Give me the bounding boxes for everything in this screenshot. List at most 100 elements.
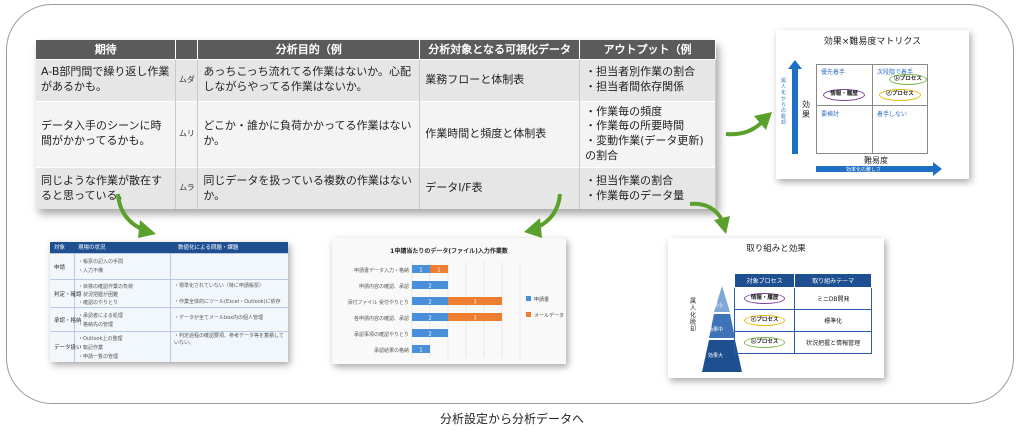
bar-value-label: 1 [419,348,422,354]
process-cell: ㋑プロセス [733,309,796,332]
oval-process-b: ㋹プロセス [889,74,927,85]
bar-value-label: 2 [428,284,431,290]
bar-value-label: 2 [428,300,431,306]
table-row: ㋹プロセス 状況把握と情報管理 [733,331,872,354]
bar-application [412,297,448,305]
effect-pyramid [702,286,742,372]
pyramid-small: 効果小 [708,303,724,309]
output-line: ・作業毎の頻度 [585,104,663,118]
category-label: 承認事項の確認やりとり [354,331,409,338]
table-row: ㋑プロセス 標準化 [733,309,872,332]
category-label: 申請内容の確認、承認 [359,283,409,290]
output-cell: ・作業毎の頻度 ・作業毎の所要時間 ・変動作業(データ更新)の割合 [579,100,716,168]
y-axis-label: 効果 [802,100,810,119]
bar-application [412,313,448,321]
matrix-grid: 優先着手 次段階で着手 要検討 着手しない ㋹プロセス 情報・履歴 ㋑プロセス [816,64,928,154]
legend-label: メールデータ [534,312,564,319]
row-line: ・承認者による処理 [78,313,123,319]
row-label: 申請 [54,265,66,271]
theme-cell: 状況把握と情報管理 [794,331,872,354]
mark-cell: ムダ [175,58,199,101]
row-line: ・申請一覧の管理 [78,354,119,360]
output-line: ・担当作業の割合 [585,173,674,187]
output-line: ・作業毎の所要時間 [585,119,685,133]
header-purpose: 分析目的（例 [197,40,421,59]
process-cell: ㋹プロセス [733,331,796,354]
difficulty-arrow [816,162,942,176]
issue-line: ・標準化されていない（特に申請帳票） [174,283,264,289]
row-label: 承認・格納 [54,318,82,324]
actions-and-effects: 取り組みと効果 属人化脱却 効果小 効果中 効果大 対象プロセス 取り組みテーマ… [668,238,884,378]
purpose-cell: どこか・誰かに負荷かかってる作業はないか。 [197,100,421,168]
category-label: 承認結果の格納 [374,347,409,354]
x-arrow-text: 効率化の難しさ [846,167,882,173]
bar-mail [448,313,502,321]
chart-title: 1申請当たりのデータ(ファイル)入力作業数 [390,248,508,255]
oval-info: 情報・履歴 [823,89,865,101]
row-line: ・帳票の記入の手間 [78,259,124,265]
pyramid-mid: 効果中 [708,327,724,333]
bar-application [412,281,448,289]
arrow-to-result [689,201,730,234]
bar-value-label: 1 [419,268,422,274]
bar-mail [448,297,502,305]
effect-arrow [788,60,802,154]
grid-divider [817,105,927,107]
cell-priority: 優先着手 [821,69,846,76]
list-item: 承認・格納 ・承認者による処理 ・格納先の管理 [50,307,288,331]
category-label: 添付ファイル 受付やりとり [347,299,409,306]
row-line: ・転記作業 [78,345,104,351]
issue-line: ・データが全てメールbox内の個人管理 [174,315,264,321]
input-work-chart: 1申請当たりのデータ(ファイル)入力作業数 申請書データ入力・格納 1 1 申請内容の… [332,238,566,364]
mark-cell: ムリ [175,100,199,168]
output-cell: ・担当者別作業の割合 ・担当者間依存関係 [579,58,716,101]
cell-next: 次段階で着手 [877,69,914,76]
list-item: データ扱い ・Outlook上の整理 ・転記作業 ・申請一覧の管理 [50,331,288,362]
bar-application [412,265,430,273]
theme-cell: ミニDB開発 [794,287,872,310]
arrow-to-matrix [725,112,772,137]
table-row: 情報・履歴 ミニDB開発 [733,287,872,310]
row-line: ・目検の確認作業の負荷 [78,284,134,290]
header-issue: 数値化による問題・課題 [178,245,239,251]
purpose-cell: あっちこっち流れてる作業はないか。心配しながらやってる作業はないか。 [197,58,421,101]
header-data: 分析対象となる可視化データ [419,40,581,59]
issue-line: ・判定過程の確認要項、参考データ等を蓄積していない。 [174,333,284,346]
data-cell: 作業時間と頻度と体制表 [419,100,581,168]
cell-skip: 着手しない [877,111,908,118]
cell-consider: 要検討 [821,111,840,118]
table-row: データ入手のシーンに時間がかかってるかも。 ムリ どこか・誰かに負荷かかってる作… [36,100,716,168]
row-label: 判定・確認 [54,292,82,298]
legend-swatch [526,312,531,317]
expectation-cell: データ入手のシーンに時間がかかってるかも。 [36,100,177,168]
category-label: 申請書データ入力・格納 [354,267,409,274]
grid-divider [872,65,873,153]
bar-value-label: 3 [473,300,476,306]
header-theme: 取り組みテーマ [794,273,872,288]
header-status: 現場の状況 [78,245,106,251]
y-arrow-text: 属人化からの脱却 [781,78,787,126]
header-process: 対象プロセス [733,273,796,288]
row-line: ・Outlook上の整理 [78,336,123,342]
output-line: ・担当者間依存関係 [585,80,685,93]
row-label: データ扱い [54,345,82,351]
result-table: 対象プロセス 取り組みテーマ 情報・履歴 ミニDB開発 ㋑プロセス 標準化 ㋹プ… [733,273,872,354]
bar-chart: 申請書データ入力・格納 1 1 申請内容の確認、承認 2 添付ファイル 受付やりとり 2 3 各… [347,262,564,358]
table-row: 同じような作業が散在すると思っている。 ムラ 同じデータを扱っている複数の作業は… [36,166,716,210]
output-line: ・作業毎のデータ量 [585,188,685,202]
output-line: ・担当者別作業の割合 [585,65,696,79]
effect-difficulty-matrix: 効果×難易度マトリクス 属人化からの脱却 効果 優先着手 次段階で着手 要検討 … [776,30,969,179]
oval-process-a: ㋑プロセス [879,89,921,101]
row-line: ・格納先の管理 [78,322,114,328]
process-oval: ㋑プロセス [743,315,786,326]
list-item: 判定・確認 ・目検の確認作業の負荷 ・状況把握が困難 ・確認のやりとり [50,279,288,307]
expectation-cell: A-B部門間で繰り返し作業があるかも。 [36,58,177,101]
category-label: 各申請内容の確認、承認 [354,315,409,322]
bar-application [412,345,430,353]
status-table-header: 対象 現場の状況 数値化による問題・課題 [50,242,288,253]
header-mark [175,40,199,59]
legend-swatch [526,296,531,301]
result-title: 取り組みと効果 [746,244,806,254]
side-label: 属人化脱却 [690,298,697,333]
matrix-title: 効果×難易度マトリクス [823,37,922,47]
